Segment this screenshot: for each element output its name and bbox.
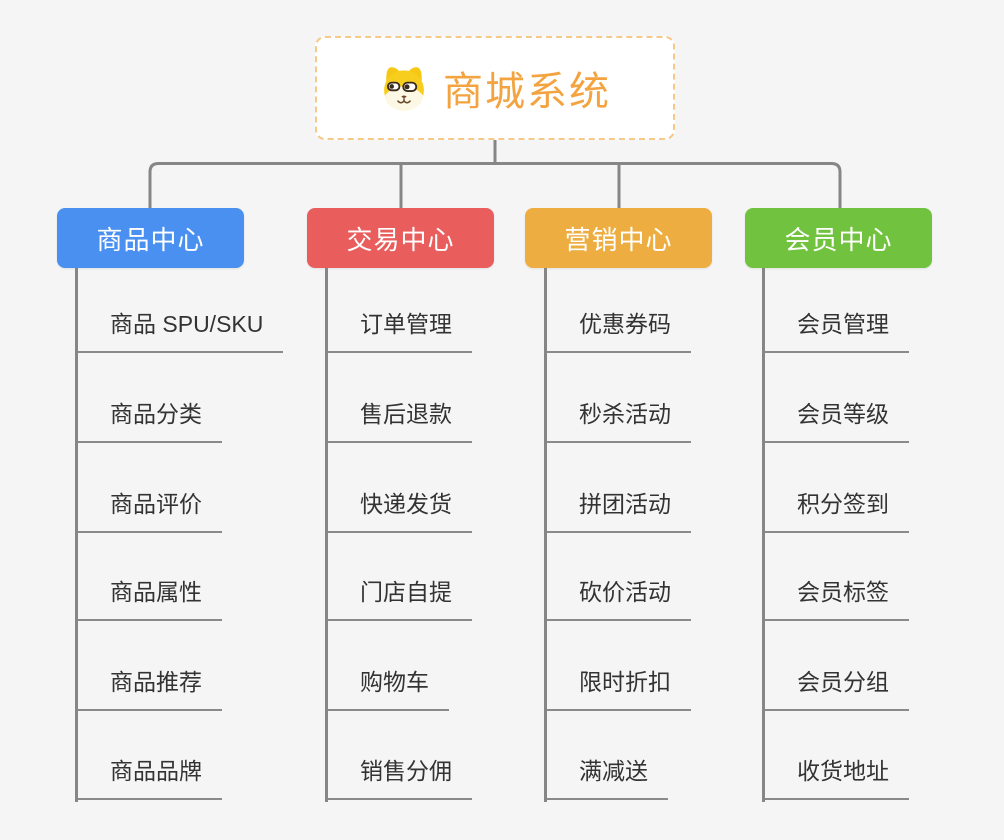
leaf-item[interactable]: 会员标签 bbox=[765, 573, 909, 621]
leaf-item[interactable]: 商品分类 bbox=[78, 395, 222, 443]
leaf-item[interactable]: 商品评价 bbox=[78, 485, 222, 533]
leaf-item[interactable]: 收货地址 bbox=[765, 752, 909, 800]
leaf-item[interactable]: 商品推荐 bbox=[78, 663, 222, 711]
branch-box-3[interactable]: 会员中心 bbox=[745, 208, 932, 268]
leaf-item[interactable]: 满减送 bbox=[547, 752, 668, 800]
leaf-item[interactable]: 拼团活动 bbox=[547, 485, 691, 533]
leaf-item[interactable]: 订单管理 bbox=[328, 305, 472, 353]
branch-box-0[interactable]: 商品中心 bbox=[57, 208, 244, 268]
leaf-item[interactable]: 会员等级 bbox=[765, 395, 909, 443]
root-title: 商城系统 bbox=[443, 70, 611, 114]
leaf-item[interactable]: 会员管理 bbox=[765, 305, 909, 353]
leaf-item[interactable]: 秒杀活动 bbox=[547, 395, 691, 443]
leaf-item[interactable]: 商品品牌 bbox=[78, 752, 222, 800]
leaf-item[interactable]: 限时折扣 bbox=[547, 663, 691, 711]
root-node[interactable]: 商城系统 bbox=[315, 36, 675, 140]
leaf-item[interactable]: 砍价活动 bbox=[547, 573, 691, 621]
branch-items-1: 订单管理售后退款快递发货门店自提购物车销售分佣 bbox=[325, 268, 563, 802]
branch-label: 营销中心 bbox=[564, 224, 673, 255]
leaf-item[interactable]: 积分签到 bbox=[765, 485, 909, 533]
branch-label: 交易中心 bbox=[346, 224, 455, 255]
branch-items-0: 商品 SPU/SKU 商品分类商品评价商品属性商品推荐商品品牌 bbox=[75, 268, 313, 802]
branch-box-2[interactable]: 营销中心 bbox=[525, 208, 712, 268]
leaf-item[interactable]: 会员分组 bbox=[765, 663, 909, 711]
leaf-item[interactable]: 门店自提 bbox=[328, 573, 472, 621]
branch-box-1[interactable]: 交易中心 bbox=[307, 208, 494, 268]
leaf-item[interactable]: 销售分佣 bbox=[328, 752, 472, 800]
leaf-item[interactable]: 商品属性 bbox=[78, 573, 222, 621]
leaf-item[interactable]: 商品 SPU/SKU bbox=[78, 305, 284, 353]
leaf-item[interactable]: 快递发货 bbox=[328, 485, 472, 533]
branch-items-3: 会员管理会员等级积分签到会员标签会员分组收货地址 bbox=[762, 268, 1000, 802]
dog-face-icon bbox=[379, 65, 429, 111]
leaf-item[interactable]: 购物车 bbox=[328, 663, 449, 711]
leaf-item[interactable]: 优惠券码 bbox=[547, 305, 691, 353]
leaf-item[interactable]: 售后退款 bbox=[328, 395, 472, 443]
branch-items-2: 优惠券码秒杀活动拼团活动砍价活动限时折扣满减送 bbox=[544, 268, 782, 802]
branch-label: 会员中心 bbox=[784, 224, 893, 255]
branch-label: 商品中心 bbox=[96, 224, 205, 255]
